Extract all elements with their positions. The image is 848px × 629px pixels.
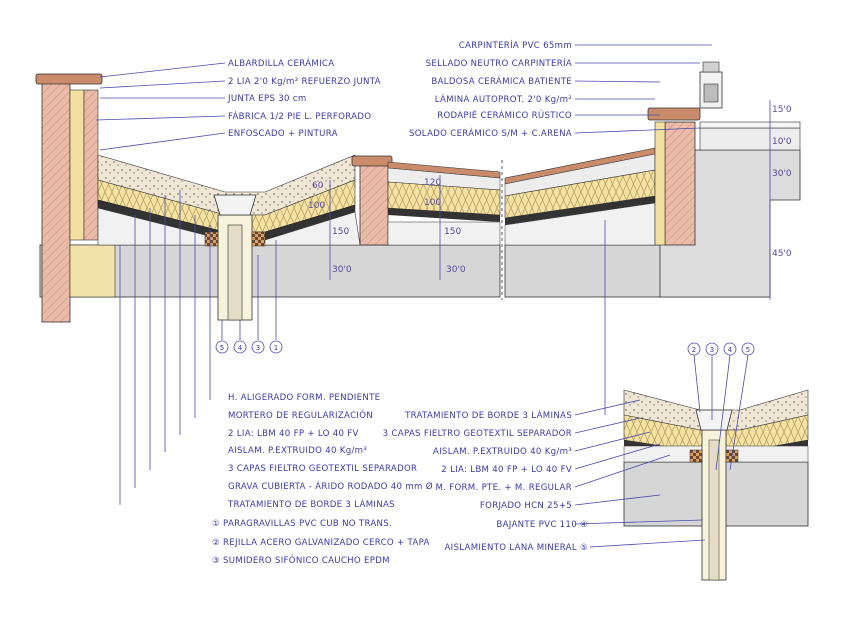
left-parapet-brick [41,81,71,323]
label-solado: SOLADO CERÁMICO S/M + C.ARENA [409,127,572,139]
label-r-aislamiento: AISLAMIENTO LANA MINERAL ⑤ [444,543,588,553]
dimensions-right: 15'0 10'0 30'0 45'0 [772,105,792,259]
label-tratamiento: TRATAMIENTO DE BORDE 3 LÁMINAS [227,498,395,510]
labels-top-right: CARPINTERÍA PVC 65mm SELLADO NEUTRO CARP… [409,39,572,139]
dim-r-150: 15'0 [772,105,792,115]
callouts-detail: 2 3 4 5 [687,342,755,356]
label-aislam: AISLAM. P.EXTRUIDO 40 Kg/m³ [228,446,367,456]
dim-100-left: 100 [308,201,325,211]
label-lia-refuerzo: 2 LIA 2'0 Kg/m² REFUERZO JUNTA [228,77,381,87]
right-sill [647,107,701,121]
membrane-right-2 [505,196,655,225]
label-baldosa: BALDOSA CERÁMICA BATIENTE [431,75,572,87]
dim-r-100: 10'0 [772,137,792,147]
dim-300-left: 30'0 [332,265,352,275]
floor-finish-right [699,121,801,129]
callout-5: 5 [220,344,224,352]
label-rodapie: RODAPIÉ CERÁMICO RÚSTICO [437,109,572,121]
legend-item-3: ③ SUMIDERO SIFÓNICO CAUCHO EPDM [212,554,390,566]
callout-1: 1 [274,344,278,352]
label-grava: GRAVA CUBIERTA - ÁRIDO RODADO 40 mm Ø [228,480,433,492]
label-r-tratamiento: TRATAMIENTO DE BORDE 3 LÁMINAS [404,409,572,421]
label-r-bajante: BAJANTE PVC 110 ④ [496,520,588,530]
drain-inner [227,224,243,321]
dim-300-right: 30'0 [446,265,466,275]
dim-r-300: 30'0 [772,169,792,179]
label-enfoscado: ENFOSCADO + PINTURA [228,129,338,139]
callout-3: 3 [256,344,260,352]
left-coping [35,73,103,85]
dim-150-left: 150 [332,227,349,237]
label-2lia: 2 LIA: LBM 40 FP + LO 40 FV [228,429,359,439]
drain-checker-right [251,231,266,247]
label-carpinteria: CARPINTERÍA PVC 65mm [459,39,572,51]
detail-checker-l [689,449,703,463]
callout-4: 4 [238,344,243,352]
callout-d-4: 4 [728,346,733,354]
label-lamina: LÁMINA AUTOPROT. 2'0 Kg/m² [435,93,572,105]
right-wall-insul [654,121,666,246]
legend-item-1: ① PARAGRAVILLAS PVC CUB NO TRANS. [212,519,392,529]
central-upstand [359,164,389,246]
label-r-2lia: 2 LIA: LBM 40 FP + LO 40 FV [441,465,572,475]
dim-100-right: 100 [424,198,441,208]
callouts-main: 5 4 3 1 [215,340,283,354]
slope-right [387,221,501,246]
left-wall-lower [69,244,116,298]
label-fabrica: FÁBRICA 1/2 PIE L. PERFORADO [228,110,371,122]
label-junta-eps: JUNTA EPS 30 cm [227,94,307,104]
label-albardilla: ALBARDILLA CERÁMICA [228,57,334,69]
membrane-right [388,208,500,222]
callout-d-5: 5 [746,346,750,354]
detail-drain-inner [708,439,720,581]
central-upstand-top [351,155,393,167]
legend-item-2: ② REJILLA ACERO GALVANIZADO CERCO + TAPA [212,538,430,548]
left-parapet-inner [83,89,99,241]
concrete-slab [39,244,501,298]
label-r-mform: M. FORM. PTE. + M. REGULAR [435,483,572,493]
leader-lines-main [95,44,771,505]
legend: ① PARAGRAVILLAS PVC CUB NO TRANS. ② REJI… [212,519,430,566]
label-r-forjado: FORJADO HCN 25+5 [480,501,572,511]
dim-r-450: 45'0 [772,249,792,259]
drain-detail [574,354,809,581]
label-mortero: MORTERO DE REGULARIZACIÓN [228,409,373,421]
labels-bottom-left: H. ALIGERADO FORM. PENDIENTE MORTERO DE … [227,393,433,510]
callout-d-3: 3 [710,346,714,354]
detail-drain-grate [695,409,733,431]
window-frame-inner [703,83,719,103]
main-section [35,61,801,323]
dim-60: 60 [312,181,324,191]
labels-top-left: ALBARDILLA CERÁMICA 2 LIA 2'0 Kg/m² REFU… [227,57,381,139]
label-sellado: SELLADO NEUTRO CARPINTERÍA [426,57,572,69]
label-r-aislam: AISLAM. P.EXTRUIDO 40 Kg/m³ [433,447,572,457]
right-wall-brick [664,121,696,246]
dimensions-main: 60 100 120 100 150 150 30'0 30'0 [308,178,466,275]
labels-bottom-right: TRATAMIENTO DE BORDE 3 LÁMINAS 3 CAPAS F… [383,409,588,553]
drain-grate [213,194,257,216]
left-parapet-insulation [69,89,85,241]
label-h-aligerado: H. ALIGERADO FORM. PENDIENTE [228,393,380,403]
window-top [702,61,720,73]
label-3capas: 3 CAPAS FIELTRO GEOTEXTIL SEPARADOR [228,464,417,474]
drain-checker-left [204,231,219,247]
label-r-3capas: 3 CAPAS FIELTRO GEOTEXTIL SEPARADOR [383,429,572,439]
callout-d-2: 2 [692,346,696,354]
dim-120: 120 [424,178,441,188]
dim-150-right: 150 [444,227,461,237]
